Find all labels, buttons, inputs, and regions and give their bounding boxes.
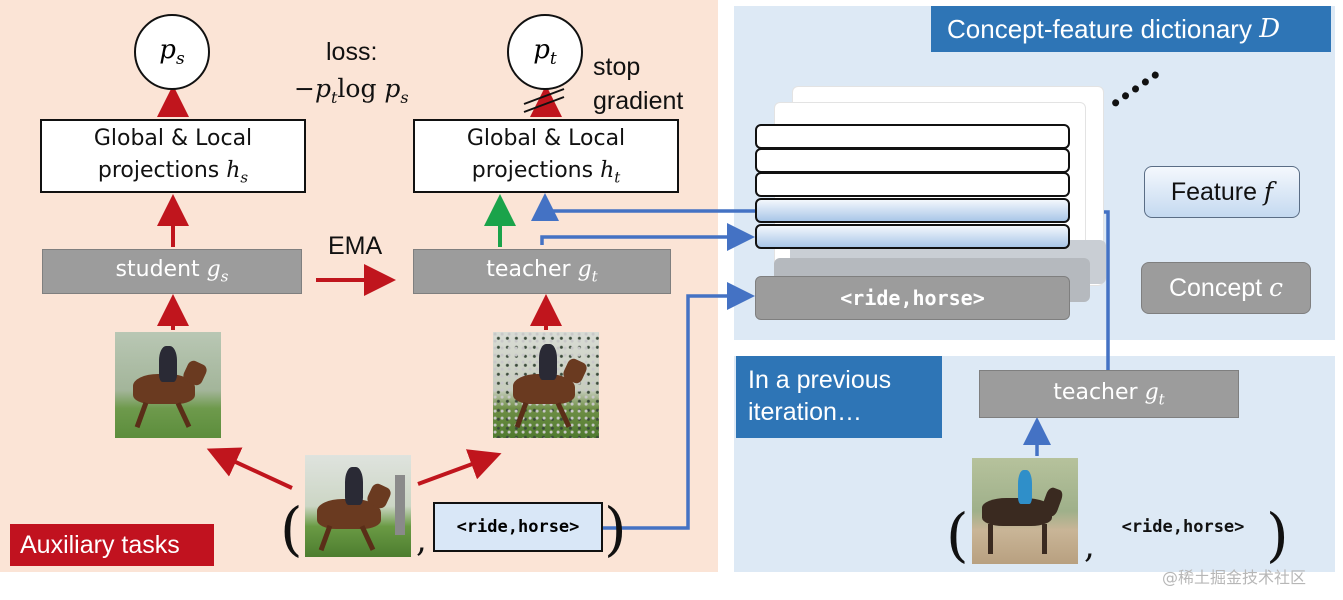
dictionary-title: Concept-feature dictionary D: [931, 6, 1331, 52]
stop-grad-slash-2: [523, 88, 565, 105]
watermark: @稀土掘金技术社区: [1162, 568, 1307, 587]
loss-formula: −ptlog ps: [294, 74, 409, 107]
rider-figure: [345, 467, 363, 505]
feature-row: [755, 148, 1070, 173]
prev-close-paren: ): [1266, 501, 1289, 569]
stop-grad-slash-1: [523, 96, 565, 113]
student-output-circle: ps: [134, 14, 210, 90]
arrow-concept-to-dict: [600, 282, 755, 530]
feature-legend: Feature f: [1144, 166, 1300, 218]
feature-row-highlighted: [755, 198, 1070, 223]
auxiliary-tasks-tag: Auxiliary tasks: [10, 524, 214, 566]
previous-teacher-box: teacher gt: [979, 370, 1239, 418]
concept-legend: Concept c: [1141, 262, 1311, 314]
previous-concept-token: <ride,horse>: [1121, 517, 1245, 537]
rider-figure: [539, 344, 557, 380]
open-paren: (: [280, 495, 303, 563]
feature-row: [755, 124, 1070, 149]
arrow-input-to-teacher-img: [417, 449, 502, 486]
previous-input-image: [972, 458, 1078, 564]
prev-open-paren: (: [946, 501, 969, 569]
previous-iteration-tag: In a previous iteration…: [736, 356, 942, 438]
arrow-input-to-student-img: [206, 447, 293, 490]
rider-figure: [159, 346, 177, 382]
loss-title: loss:: [326, 38, 378, 66]
input-image: [305, 455, 411, 557]
input-comma: ,: [416, 520, 427, 560]
close-paren: ): [604, 495, 627, 563]
stop-gradient-label: stop gradient: [593, 53, 684, 115]
student-projection-box: Global & Local projections hs: [40, 119, 306, 193]
arrow-teacher-to-dict: [540, 223, 755, 251]
rider-figure: [1018, 470, 1032, 504]
input-concept-token: <ride,horse>: [433, 502, 603, 552]
ema-label: EMA: [328, 232, 383, 260]
teacher-network-box: teacher gt: [413, 249, 671, 294]
teacher-augmented-image: [493, 332, 599, 438]
student-augmented-image: [115, 332, 221, 438]
stack-concept-box: <ride,horse>: [755, 276, 1070, 320]
feature-row: [755, 172, 1070, 197]
arrow-dict-to-teacher-proj: [531, 193, 755, 221]
student-network-box: student gs: [42, 249, 302, 294]
feature-row-highlighted: [755, 224, 1070, 249]
teacher-output-circle: pt: [507, 14, 583, 90]
prev-comma: ,: [1084, 526, 1095, 566]
teacher-projection-box: Global & Local projections ht: [413, 119, 679, 193]
horse-figure: [982, 498, 1052, 526]
